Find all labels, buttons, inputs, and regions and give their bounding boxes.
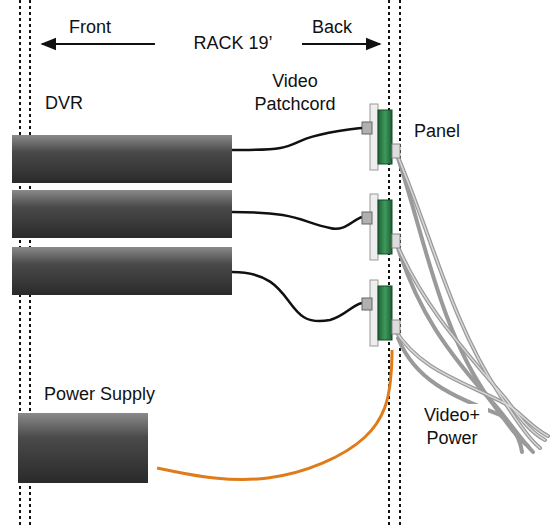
node-label: Panel <box>414 120 460 143</box>
device-node: Power Supply <box>18 380 157 483</box>
cable-connector <box>157 350 392 480</box>
device-node: DVR <box>12 92 232 183</box>
text-label: Video+ Power <box>416 404 488 451</box>
node-label: Power Supply <box>44 383 155 406</box>
video-power-cable <box>395 150 548 452</box>
text-label: Back <box>300 16 364 39</box>
text-label: RACK 19’ <box>168 32 298 55</box>
panel-module <box>362 104 400 346</box>
node-label: DVR <box>45 92 83 115</box>
power-supply-unit <box>18 413 148 483</box>
text-label: Video Patchcord <box>250 70 340 117</box>
text-label: Front <box>55 16 125 39</box>
video-patchcord <box>232 212 362 321</box>
device-node: Panel <box>362 100 470 350</box>
dvr-unit <box>12 135 232 295</box>
cable-connector <box>232 128 362 150</box>
